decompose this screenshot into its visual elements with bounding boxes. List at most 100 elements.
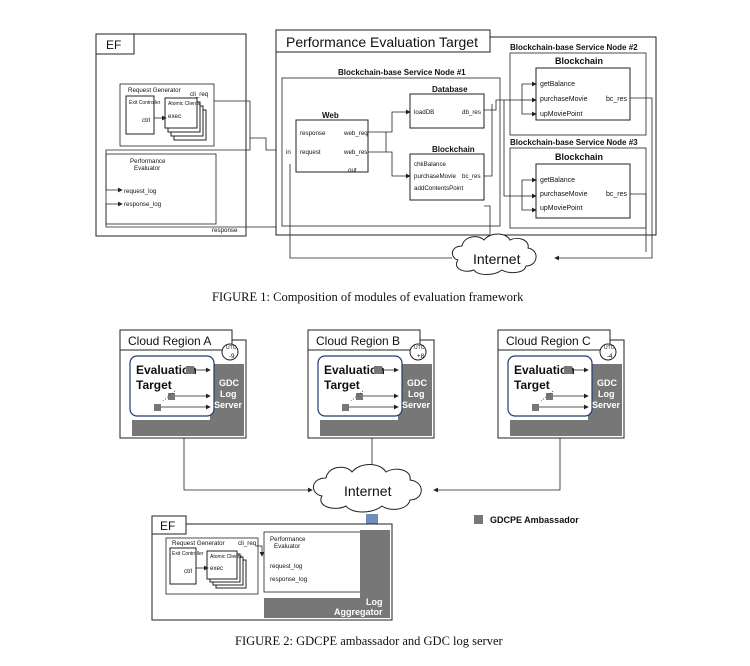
region-b: Cloud Region B UTC +8 Evaluation Target … [307,329,435,439]
purchasemovie3-label: purchaseMovie [540,191,588,198]
performance-evaluator-label-2: Evaluator [134,165,160,172]
exec2-label: exec [210,565,223,572]
blockchain1-box [409,153,485,201]
request-generator2-box [165,537,259,595]
upmoviepoint3-label: upMoviePoint [540,205,582,212]
eval-c-1: Evaluation [514,363,575,377]
web-res-label: web_res [343,149,367,156]
cli-req-label: cli_req [190,91,209,98]
response-label: response [212,227,238,234]
performance-evaluator2-label-1: Performance [270,536,306,543]
exit-controller2-label: Exit Controller [172,551,204,557]
in-label: in [286,149,291,156]
ctrl2-label: ctrl [184,568,192,575]
exit-controller2-box [169,547,197,585]
response-log2-label: response_log [270,576,308,583]
figure-2: Cloud Region A UTC -9 Evaluation Target … [119,329,625,648]
request-generator-label: Request Generator [128,87,181,94]
db-res-label: db_res [462,109,481,116]
ambassador-a3 [154,404,161,411]
node2-frame [509,52,647,136]
addcontentspoint-label: addContentsPoint [414,185,463,192]
ambassador-a2 [168,393,175,400]
atomic-clients-label: Atomic Clients [168,101,200,107]
internet-label-2: Internet [344,483,392,499]
pet-title-box [275,29,491,53]
cli-req2-label: cli_req [238,540,257,547]
clock-c-offset: -4 [607,353,613,360]
clock-c-utc: UTC [604,345,615,351]
web-request-label: request [300,149,321,156]
getbalance2-label: getBalance [540,81,575,88]
getbalance3-label: getBalance [540,177,575,184]
ambassador-b1 [374,366,382,374]
gdc-c-2: Log [598,389,615,399]
gdc-a-2: Log [220,389,237,399]
blockchain2-title: Blockchain [555,56,603,66]
eval-a-2: Target [136,378,172,392]
legend-ambassador-label: GDCPE Ambassador [490,515,579,525]
legend-ambassador-swatch [474,515,483,524]
ambassador-a1 [186,366,194,374]
request-log-label: request_log [124,188,157,195]
blockchain1-title: Blockchain [432,145,475,154]
chkbalance-label: chkBalance [414,161,447,168]
log-aggregator-1: Log [366,597,383,607]
node1-frame [281,77,501,227]
web-title: Web [322,111,339,120]
clock-a-icon [221,343,239,361]
ambassador-b3 [342,404,349,411]
clock-b-offset: +8 [417,353,425,360]
clock-a-utc: UTC [226,345,237,351]
eval-b-1: Evaluation [324,363,385,377]
out-label: out [348,167,357,174]
clock-c-icon [599,343,617,361]
ctrl-label: ctrl [142,117,150,124]
clock-a-offset: -9 [229,353,235,360]
atomic-clients2-label: Atomic Clients [210,554,242,560]
request-log2-label: request_log [270,563,303,570]
eval-b-2: Target [324,378,360,392]
figure2-caption: FIGURE 2: GDCPE ambassador and GDC log s… [235,634,504,648]
exit-controller-label: Exit Controller [129,100,161,106]
region-b-label: Cloud Region B [316,334,400,348]
gdc-b-3: Server [402,400,431,410]
ef-label-box [95,33,135,55]
gdc-a-3: Server [214,400,243,410]
ambassador-c3 [532,404,539,411]
gdc-c-3: Server [592,400,621,410]
node3-title: Blockchain-base Service Node #3 [510,138,638,147]
web-box [295,119,369,173]
loaddb-label: loadDB [414,109,434,116]
blockchain3-title: Blockchain [555,152,603,162]
atomic-clients-box [164,97,198,129]
ambassador-b2 [356,393,363,400]
response-log-label: response_log [124,201,162,208]
exec-label: exec [168,113,181,120]
request-generator2-label: Request Generator [172,540,225,547]
bc-res1-label: bc_res [462,173,481,180]
internet-cloud-2: Internet [313,464,422,513]
region-c-label: Cloud Region C [506,334,591,348]
internet-label-1: Internet [473,251,521,267]
node2-title: Blockchain-base Service Node #2 [510,43,638,52]
bc-res2-label: bc_res [606,96,628,103]
purchasemovie1-label: purchaseMovie [414,173,457,180]
log-aggregator-2: Aggregator [334,607,383,617]
bc-res3-label: bc_res [606,191,628,198]
region-c: Cloud Region C UTC -4 Evaluation Target … [497,329,625,439]
database-title: Database [432,85,468,94]
gdc-a-1: GDC [219,378,240,388]
gdc-b-1: GDC [407,378,428,388]
ef2-label-box [151,515,187,535]
internet-cloud-1: Internet [452,233,537,275]
figure1-caption: FIGURE 1: Composition of modules of eval… [212,290,524,304]
performance-evaluator-label-1: Performance [130,158,166,165]
node1-title: Blockchain-base Service Node #1 [338,68,466,77]
gdc-b-2: Log [408,389,425,399]
figure-1: EF Request Generator Exit Controller ctr… [95,29,657,304]
region-a: Cloud Region A UTC -9 Evaluation Target … [119,329,247,439]
clock-b-utc: UTC [414,345,425,351]
eval-a-1: Evaluation [136,363,197,377]
